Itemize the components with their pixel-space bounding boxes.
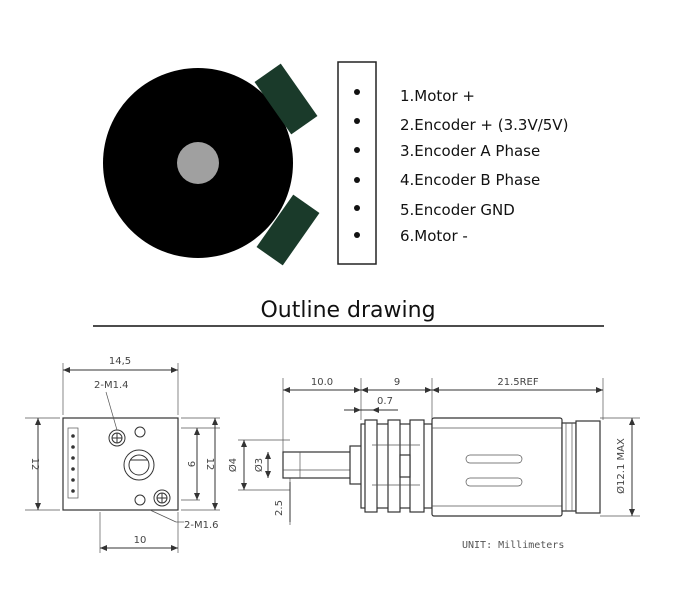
section-title: Outline drawing xyxy=(260,298,435,323)
encoder-assembly xyxy=(103,63,320,266)
dim-gearbox: 9 xyxy=(394,377,400,388)
dim-dia-4: Ø4 xyxy=(227,458,239,472)
dim-front-inner-9: 9 xyxy=(185,461,196,467)
motor-hub xyxy=(177,142,219,184)
connector-pin-3 xyxy=(354,147,360,153)
pin-labels: 1.Motor + 2.Encoder + (3.3V/5V) 3.Encode… xyxy=(400,87,568,245)
dim-dia-3: Ø3 xyxy=(253,458,265,472)
pin-label-3: 3.Encoder A Phase xyxy=(400,142,540,160)
side-view: 10.0 9 21.5REF 0.7 Ø4 Ø3 2.5 xyxy=(227,377,640,551)
dim-screw-m14: 2-M1.4 xyxy=(94,380,129,391)
dim-flat: 2.5 xyxy=(274,500,285,516)
connector-pin-5 xyxy=(354,205,360,211)
pin-label-2: 2.Encoder + (3.3V/5V) xyxy=(400,116,568,134)
connector-pin-4 xyxy=(354,177,360,183)
connector-pin-1 xyxy=(354,89,360,95)
hall-sensor-bottom xyxy=(256,194,320,266)
screw-m16-bottom xyxy=(153,489,171,507)
output-shaft-front xyxy=(123,449,155,481)
gearbox-face xyxy=(62,417,179,511)
front-view: 14,5 12 9 12 10 xyxy=(25,356,220,553)
hall-sensor-top xyxy=(254,63,318,135)
pin-label-4: 4.Encoder B Phase xyxy=(400,171,540,189)
unit-note: UNIT: Millimeters xyxy=(462,540,564,551)
connector xyxy=(337,61,377,265)
pin-label-1: 1.Motor + xyxy=(400,87,475,105)
pin-label-5: 5.Encoder GND xyxy=(400,201,515,219)
encoder-cap xyxy=(575,420,601,514)
dim-front-bottom-10: 10 xyxy=(134,535,147,546)
dim-screw-m16: 2-M1.6 xyxy=(184,520,219,531)
connector-pin-6 xyxy=(354,232,360,238)
dim-motor-length: 21.5REF xyxy=(497,377,539,388)
dim-dia-max: Ø12.1 MAX xyxy=(615,438,627,494)
dim-gap: 0.7 xyxy=(377,396,393,407)
dim-front-height-right: 12 xyxy=(204,458,215,471)
connector-pin-2 xyxy=(354,118,360,124)
connector-housing xyxy=(337,61,377,265)
dim-front-width: 14,5 xyxy=(109,356,131,367)
motor-body xyxy=(431,417,563,517)
pin-label-6: 6.Motor - xyxy=(400,227,468,245)
dim-front-height-left: 12 xyxy=(29,458,40,471)
output-shaft-side xyxy=(282,451,362,479)
dim-shaft-length: 10.0 xyxy=(311,377,333,388)
